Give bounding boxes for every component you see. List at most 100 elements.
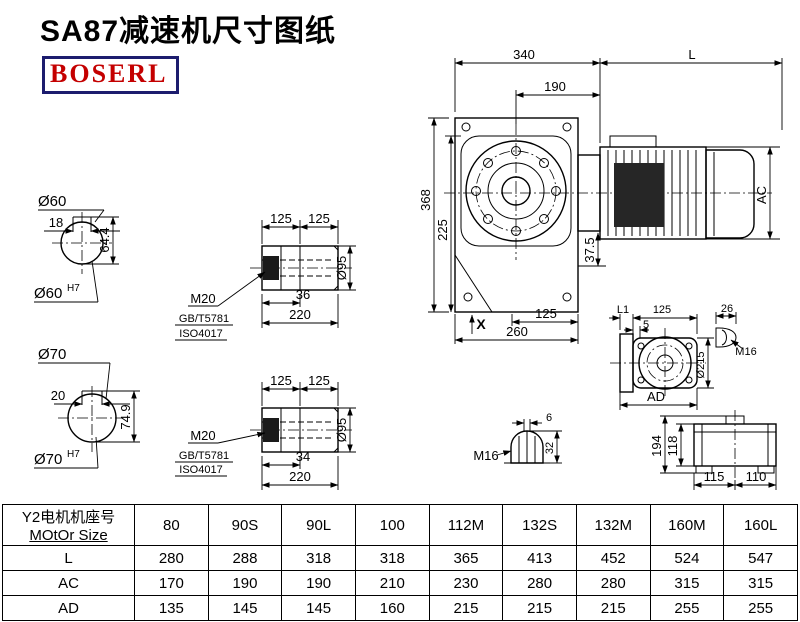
dim-125a: 125 (270, 211, 292, 226)
plug-dome (510, 430, 544, 464)
column-header-132s: 132S (502, 504, 577, 546)
dim-AC: AC (754, 186, 769, 204)
row-label-ac: AC (2, 570, 135, 596)
dim-95: Ø95 (334, 418, 349, 443)
table-cell: 215 (575, 595, 651, 621)
dim-115: 115 (704, 469, 725, 484)
thread-m16-pin: M16 (735, 346, 756, 358)
column-header-90l: 90L (281, 504, 356, 546)
dim-125b: 125 (308, 211, 330, 226)
table-cell: 413 (502, 545, 577, 571)
table-cell: 190 (281, 570, 356, 596)
dim-125-bottom: 125 (535, 306, 557, 321)
table-cell: 315 (723, 570, 798, 596)
table-cell: 280 (502, 570, 577, 596)
column-header-160l: 160L (723, 504, 798, 546)
dim-215: Ø215 (695, 352, 707, 379)
table-cell: 365 (428, 545, 504, 571)
table-cell: 145 (207, 595, 283, 621)
motor-fan-cowl (705, 149, 755, 239)
dim-34: 34 (296, 449, 310, 464)
x-mark-label: X (476, 316, 486, 332)
label-d70: Ø70 (38, 346, 66, 363)
aux-side-view: L1 125 5 Ø215 AD 26 M16 (609, 303, 757, 410)
technical-drawing-canvas: 340 L 190 368 225 37.5 AC (34, 47, 783, 490)
motor-terminal-box (609, 135, 657, 148)
dim-194: 194 (649, 435, 664, 457)
dim-20: 20 (51, 388, 65, 403)
table-cell: 255 (723, 595, 798, 621)
label-d60-tolerance: H7 (67, 283, 80, 294)
rear-mount-view: 194 118 115 110 (649, 410, 777, 490)
dim-26: 26 (721, 303, 733, 315)
dim-74-9: 74.9 (118, 404, 133, 429)
thread-m20: M20 (190, 291, 215, 306)
dim-95: Ø95 (334, 256, 349, 281)
dim-340: 340 (513, 47, 535, 62)
dim-32: 32 (544, 442, 556, 454)
column-header-132m: 132M (575, 504, 651, 546)
table-cell: 280 (575, 570, 651, 596)
motor-core (614, 163, 664, 227)
shaft60-plug (263, 256, 279, 280)
table-cell: 255 (649, 595, 725, 621)
std-gb: GB/T5781 (179, 313, 229, 325)
shaft60-side-view: 125 125 36 220 Ø95 M20 GB/T5781 ISO4017 (175, 211, 356, 341)
dim-125b: 125 (308, 373, 330, 388)
dim-368: 368 (418, 189, 433, 211)
label-d70-bore: Ø70 (34, 451, 62, 468)
dim-220: 220 (289, 469, 311, 484)
rear-body (693, 423, 777, 467)
dim-190: 190 (544, 79, 566, 94)
dim-125: 125 (653, 304, 671, 316)
table-cell: 318 (354, 545, 430, 571)
dim-6: 6 (546, 412, 552, 424)
thread-m16: M16 (473, 448, 498, 463)
label-d60: Ø60 (38, 193, 66, 210)
dim-37-5: 37.5 (582, 237, 597, 262)
dim-64-4: 64.4 (97, 227, 112, 252)
table-cell: 160 (354, 595, 430, 621)
dim-5: 5 (643, 319, 649, 331)
table-cell: 135 (134, 595, 209, 621)
dim-110: 110 (746, 469, 767, 484)
column-header-160m: 160M (649, 504, 725, 546)
dim-118: 118 (665, 436, 680, 457)
gearbox-main-view (444, 117, 772, 313)
table-cell: 315 (649, 570, 725, 596)
table-cell: 288 (207, 545, 283, 571)
table-cell: 547 (723, 545, 798, 571)
dim-225: 225 (435, 219, 450, 241)
column-header-112m: 112M (428, 504, 504, 546)
table-cell: 524 (649, 545, 725, 571)
table-cell: 318 (281, 545, 356, 571)
shaft70-end-view: 20 74.9 Ø70 Ø70 H7 (34, 346, 140, 469)
column-header-100: 100 (354, 504, 430, 546)
table-cell: 215 (428, 595, 504, 621)
std-iso: ISO4017 (179, 464, 222, 476)
dim-AD: AD (647, 389, 665, 404)
table-cell: 452 (575, 545, 651, 571)
output-flange (465, 140, 567, 242)
table-cell: 215 (502, 595, 577, 621)
dim-L1: L1 (617, 304, 629, 316)
thread-m20: M20 (190, 428, 215, 443)
table-cell: 170 (134, 570, 209, 596)
dim-125a: 125 (270, 373, 292, 388)
label-d60-bore: Ø60 (34, 285, 62, 302)
table-cell: 210 (354, 570, 430, 596)
std-iso: ISO4017 (179, 328, 222, 340)
aux-body (632, 337, 698, 389)
dim-18: 18 (49, 215, 63, 230)
plug-detail-view: 6 32 M16 (473, 412, 562, 464)
dim-36: 36 (296, 287, 310, 302)
std-gb: GB/T5781 (179, 450, 229, 462)
page-title: SA87减速机尺寸图纸 (40, 15, 337, 48)
column-header-90s: 90S (207, 504, 283, 546)
